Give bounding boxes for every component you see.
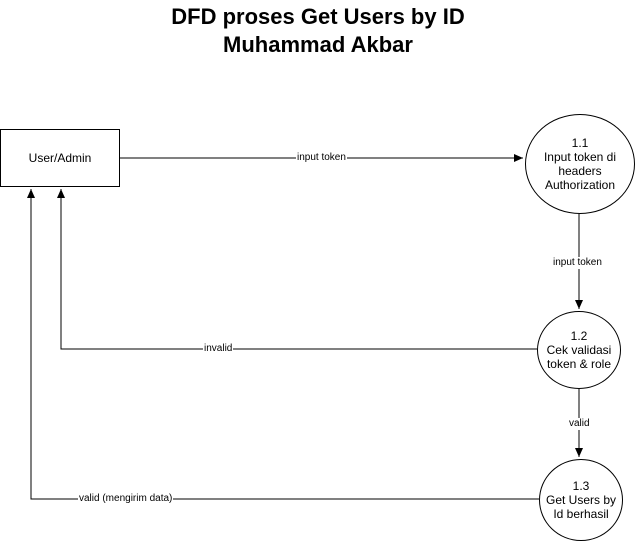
diagram-title-line-1: DFD proses Get Users by ID — [171, 4, 465, 29]
flow-label-input-token-2: input token — [552, 257, 603, 269]
process-label-line: Get Users by — [545, 493, 617, 507]
external-entity-user-admin[interactable]: User/Admin — [0, 129, 120, 187]
process-label-line: Authorization — [544, 178, 616, 192]
process-label-line: token & role — [546, 357, 612, 371]
entity-label: User/Admin — [28, 151, 92, 165]
process-label-line: headers — [558, 164, 602, 178]
flow-label-input-token-1: input token — [296, 152, 347, 164]
flow-label-valid-sending-data: valid (mengirim data) — [78, 493, 174, 505]
flow-label-invalid: invalid — [203, 343, 234, 355]
flow-label-valid: valid — [568, 418, 591, 430]
process-number: 1.2 — [570, 329, 588, 343]
process-label-line: Input token di — [543, 150, 617, 164]
flow-process-1-3-to-entity — [27, 189, 539, 500]
diagram-title-line-2: Muhammad Akbar — [223, 32, 413, 57]
process-label-line: Id berhasil — [553, 507, 609, 521]
flow-process-1-2-to-entity — [57, 189, 537, 350]
process-number: 1.1 — [571, 136, 589, 150]
process-1-3[interactable]: 1.3 Get Users by Id berhasil — [539, 459, 623, 541]
process-1-1[interactable]: 1.1 Input token di headers Authorization — [525, 114, 635, 214]
process-number: 1.3 — [572, 479, 590, 493]
process-label-line: Cek validasi — [546, 343, 612, 357]
process-1-2[interactable]: 1.2 Cek validasi token & role — [537, 311, 621, 389]
